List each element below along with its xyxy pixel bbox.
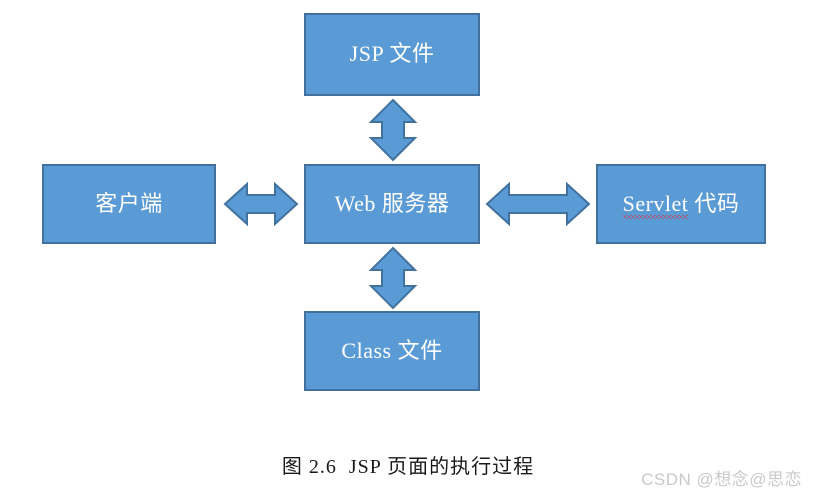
node-servlet-code-label: Servlet 代码 <box>622 190 740 216</box>
arrow-web-server-to-servlet-code <box>485 181 591 227</box>
node-class-file: Class 文件 <box>304 311 480 391</box>
node-client-label: 客户端 <box>95 190 163 216</box>
arrow-web-server-to-class-file <box>368 246 418 310</box>
node-servlet-code: Servlet 代码 <box>596 164 766 244</box>
node-client: 客户端 <box>42 164 216 244</box>
node-jsp-file-label: JSP 文件 <box>349 41 435 67</box>
node-class-file-label: Class 文件 <box>341 337 443 363</box>
arrow-jsp-to-web-server <box>368 98 418 162</box>
figure-caption: 图 2.6 JSP 页面的执行过程 <box>281 456 535 478</box>
node-web-server-label: Web 服务器 <box>334 190 450 216</box>
spellcheck-underlined-word: Servlet <box>622 190 689 216</box>
node-jsp-file: JSP 文件 <box>304 13 480 96</box>
node-servlet-code-label-suffix: 代码 <box>688 190 740 216</box>
watermark: CSDN @想念@思恋 <box>641 470 802 489</box>
node-web-server: Web 服务器 <box>304 164 480 244</box>
arrow-client-to-web-server <box>223 181 299 227</box>
